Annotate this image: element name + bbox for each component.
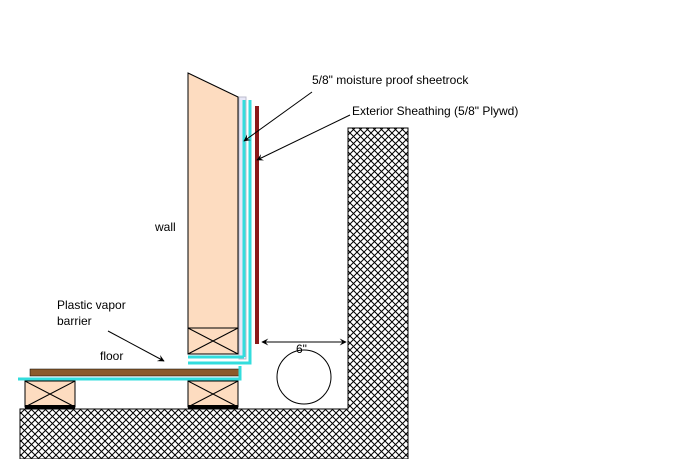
exterior-sheathing (255, 106, 259, 344)
floor-joist-right (187, 380, 239, 409)
wall-stud (187, 72, 239, 329)
wall-label: wall (154, 220, 176, 234)
vapor-barrier (18, 100, 252, 381)
sheetrock-label: 5/8" moisture proof sheetrock (312, 73, 469, 87)
sheetrock-leader (243, 91, 313, 142)
wall-bottom-plate (187, 327, 239, 355)
vapor-label-line2: barrier (57, 314, 92, 328)
sheathing-label: Exterior Sheathing (5/8" Plywd) (352, 104, 518, 118)
foundation-slab (19, 127, 409, 459)
drain-pipe (276, 349, 332, 405)
floor-joist-left (24, 380, 76, 409)
sheathing-leader (256, 114, 351, 161)
gap-label: 6" (296, 342, 307, 356)
floor-label: floor (100, 349, 123, 363)
vapor-leader (107, 330, 165, 362)
vapor-label-line1: Plastic vapor (57, 298, 126, 312)
floor-board (29, 368, 241, 377)
